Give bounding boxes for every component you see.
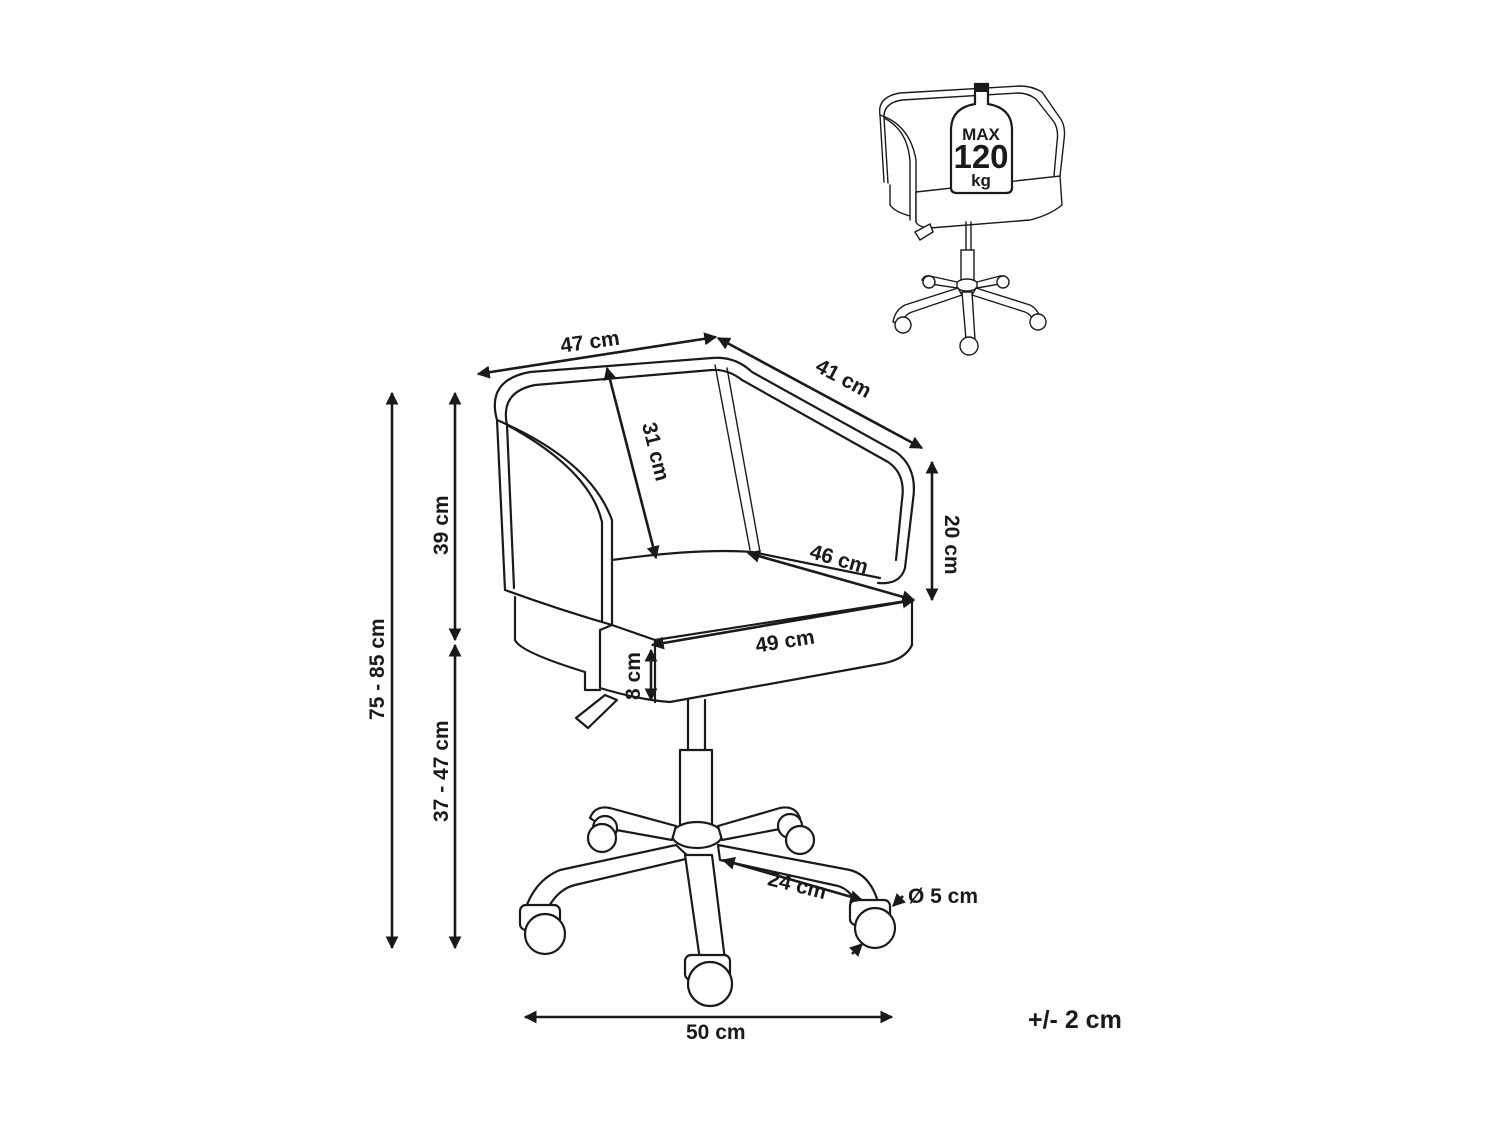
dimension-label: 20 cm [940, 515, 963, 575]
dimension-label: 37 - 47 cm [430, 720, 453, 822]
wheel-icon [848, 898, 897, 950]
wheel-icon [586, 812, 816, 856]
dimension-label: Ø 5 cm [908, 885, 978, 908]
dimension-label: 41 cm [812, 355, 875, 403]
max-load-illustration: MAX 120 kg [878, 82, 1066, 356]
dimension-label: 50 cm [686, 1021, 746, 1044]
chair-drawing [493, 356, 915, 1008]
max-load-unit: kg [971, 171, 991, 190]
max-label: MAX [962, 125, 1000, 144]
dimension-label: 39 cm [430, 495, 453, 555]
dimension-label: 75 - 85 cm [366, 618, 389, 720]
max-load-value: 120 [953, 138, 1008, 175]
tolerance-label: +/- 2 cm [1028, 1006, 1122, 1034]
wheel-icon [518, 903, 567, 956]
dimension-label: 8 cm [622, 652, 645, 700]
weight-icon: MAX 120 kg [949, 82, 1014, 195]
dimension-label: 31 cm [637, 420, 674, 483]
dimension-lines [385, 332, 939, 1024]
wheel-icon [683, 953, 734, 1008]
